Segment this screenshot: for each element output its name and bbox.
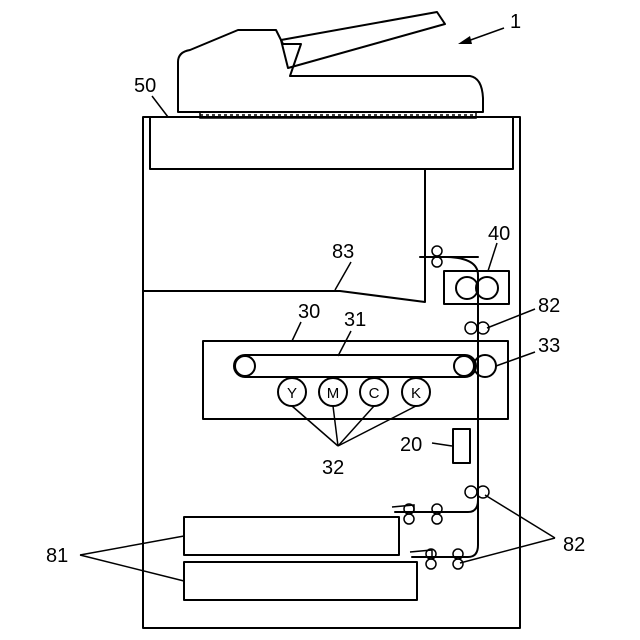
photoreceptor-drums: Y M C K [278,378,430,406]
fixing-unit [444,271,509,304]
label-belt: 31 [344,309,366,331]
label-rollers-lower: 82 [563,534,585,556]
drum-label-m: M [327,385,340,402]
exposure-unit [453,429,470,463]
conveyance-path [395,257,478,557]
label-trays: 81 [46,545,68,567]
image-forming-unit [203,341,508,419]
scanner-unit [150,117,513,169]
label-exposure: 20 [400,434,422,456]
transfer-belt [234,355,476,377]
output-tray [143,169,478,302]
label-secondary-transfer: 33 [538,335,560,357]
label-photoreceptors: 32 [322,457,344,479]
label-fixing: 40 [488,223,510,245]
roller-pairs [392,246,489,569]
main-body [143,117,520,628]
drum-label-y: Y [287,385,297,402]
drum-label-k: K [411,385,421,402]
label-rollers: 82 [538,295,560,317]
paper-trays [184,517,417,600]
reference-numerals: 1 50 83 40 82 30 31 33 20 32 81 82 [46,11,585,567]
label-apparatus: 1 [510,11,521,33]
document-feeder [178,12,483,118]
label-image-forming: 30 [298,301,320,323]
label-scanner: 50 [134,75,156,97]
drum-label-c: C [369,385,380,402]
label-paper-path: 83 [332,241,354,263]
